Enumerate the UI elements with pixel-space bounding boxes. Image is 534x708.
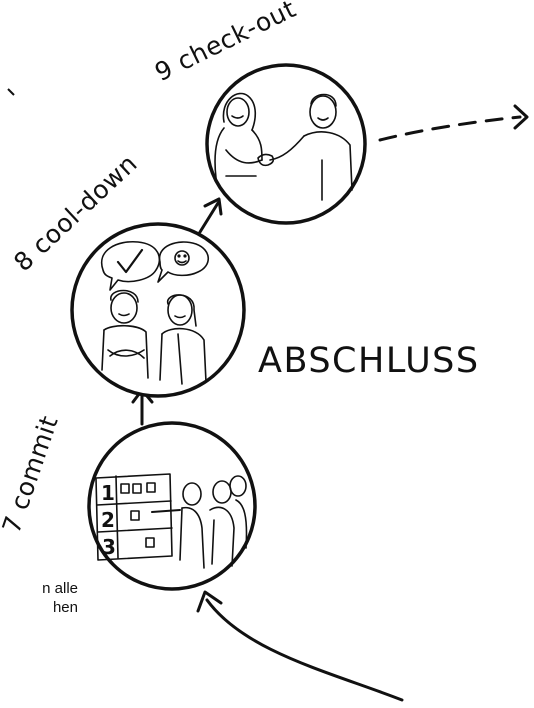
phase-title: ABSCHLUSS: [258, 341, 480, 381]
cut-off-text: n alle hen: [0, 579, 78, 617]
board-row-1: 1: [101, 481, 115, 505]
board-row-3: 3: [102, 535, 116, 559]
board-row-2: 2: [101, 508, 115, 532]
step-circle-checkout: [205, 63, 367, 225]
stray-mark: [7, 88, 15, 96]
exit-arrow-head: [513, 104, 529, 130]
connector-8-9: [198, 201, 220, 234]
task-board-illustration: [95, 473, 248, 569]
handshake-illustration: [214, 92, 353, 201]
step-circle-cooldown: [70, 222, 246, 398]
cut-off-text-line-2: hen: [52, 599, 78, 616]
exit-arrow-dashed: [378, 115, 522, 142]
entry-arrow-head: [196, 590, 223, 613]
connector-8-9-head: [203, 197, 223, 216]
cut-off-text-line-1: n alle: [42, 580, 78, 597]
reflection-illustration: [100, 240, 210, 385]
entry-arrow-curve: [205, 598, 404, 702]
step-circle-commit: [87, 421, 257, 591]
